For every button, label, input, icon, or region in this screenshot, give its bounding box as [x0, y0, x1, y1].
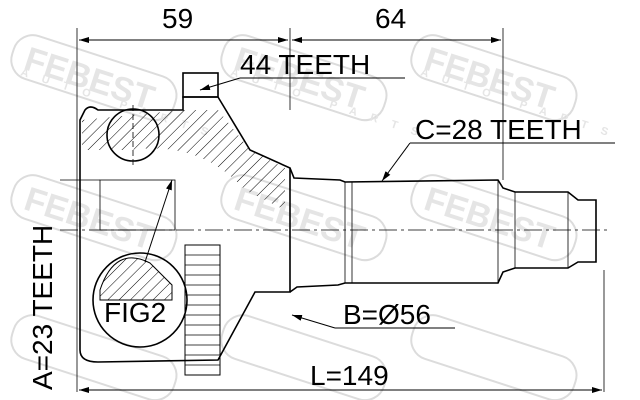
dimension-lines — [60, 28, 615, 393]
teeth-detail-box — [182, 72, 219, 98]
b-diameter-label: B=Ø56 — [343, 299, 431, 330]
fig2-detail: FIG2 — [92, 179, 188, 348]
outer-teeth-label: 44 TEETH — [240, 49, 370, 80]
length-label: L=149 — [310, 360, 389, 391]
c-teeth-label: C=28 TEETH — [415, 114, 582, 145]
dim-64-label: 64 — [375, 3, 406, 34]
fig2-label: FIG2 — [104, 297, 166, 328]
dim-59-label: 59 — [162, 3, 193, 34]
shaft — [289, 167, 597, 293]
a-teeth-label: A=23 TEETH — [27, 225, 58, 390]
watermark-logos: FEBEST FEBEST FEBEST FEBEST FEBEST FEBES… — [10, 34, 623, 400]
abs-ring — [184, 244, 221, 376]
